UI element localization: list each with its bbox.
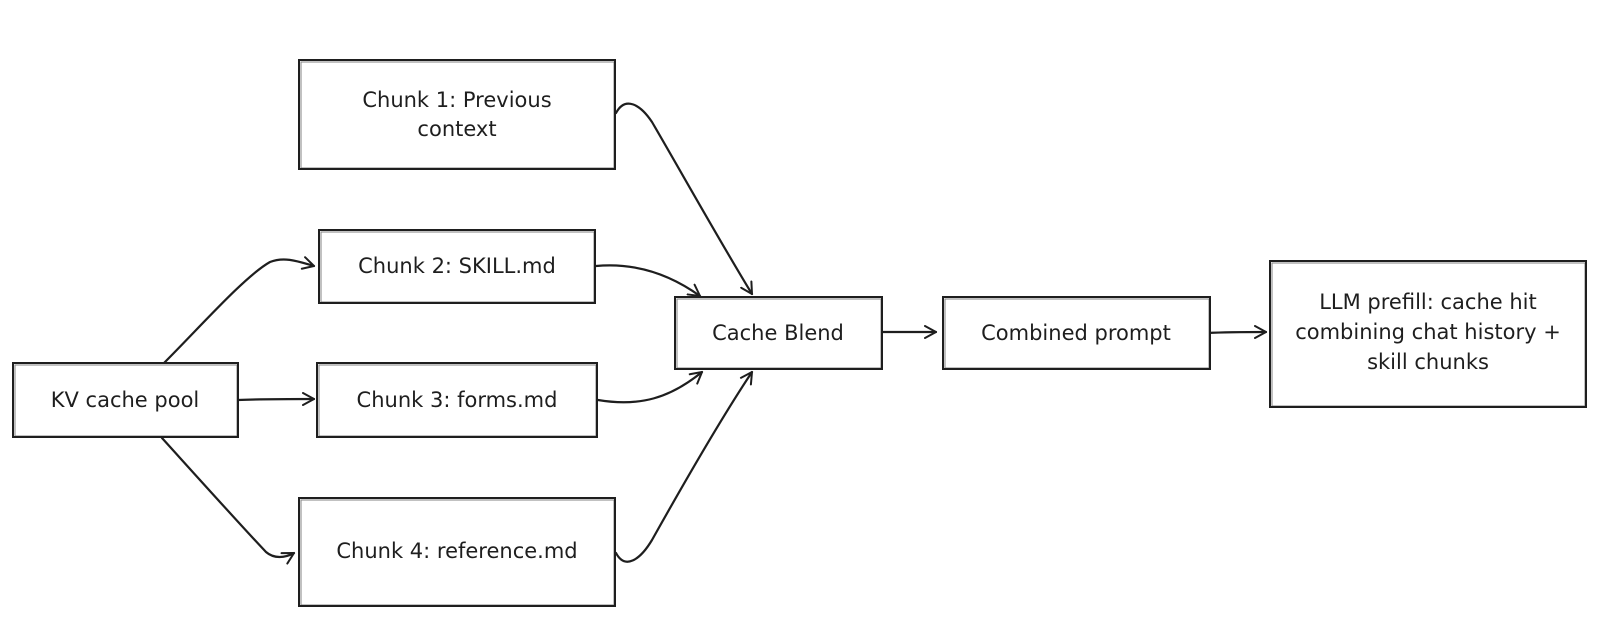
edge-kv-to-chunk2 <box>162 256 316 365</box>
node-chunk-1: Chunk 1: Previous context <box>298 59 616 170</box>
edges <box>160 102 1268 565</box>
kv-cache-pool-label: KV cache pool <box>51 388 200 412</box>
edge-chunk2-to-blend <box>594 264 702 298</box>
node-cache-blend: Cache Blend <box>674 296 883 370</box>
edge-chunk1-to-blend <box>614 102 754 296</box>
chunk-1-label-line2: context <box>417 117 496 141</box>
node-chunk-4: Chunk 4: reference.md <box>298 497 616 607</box>
edge-chunk3-to-blend <box>596 370 704 404</box>
chunk-4-label: Chunk 4: reference.md <box>336 539 577 563</box>
chunk-2-label: Chunk 2: SKILL.md <box>358 254 556 278</box>
llm-prefill-label-line2: combining chat history + <box>1295 320 1561 344</box>
node-llm-prefill: LLM prefill: cache hit combining chat hi… <box>1269 260 1587 408</box>
edge-kv-to-chunk3 <box>236 392 316 407</box>
chunk-1-label-line1: Chunk 1: Previous <box>362 88 551 112</box>
combined-prompt-label: Combined prompt <box>981 321 1171 345</box>
llm-prefill-label-line1: LLM prefill: cache hit <box>1319 290 1537 314</box>
edge-kv-to-chunk4 <box>160 436 296 565</box>
node-kv-cache-pool: KV cache pool <box>12 362 239 438</box>
node-chunk-2: Chunk 2: SKILL.md <box>318 229 596 304</box>
node-combined-prompt: Combined prompt <box>942 296 1211 370</box>
node-chunk-3: Chunk 3: forms.md <box>316 362 598 438</box>
chunk-3-label: Chunk 3: forms.md <box>357 388 558 412</box>
edge-chunk4-to-blend <box>614 370 754 563</box>
cache-blend-label: Cache Blend <box>712 321 844 345</box>
llm-prefill-label-line3: skill chunks <box>1367 350 1489 374</box>
edge-combined-to-llm <box>1205 325 1268 340</box>
